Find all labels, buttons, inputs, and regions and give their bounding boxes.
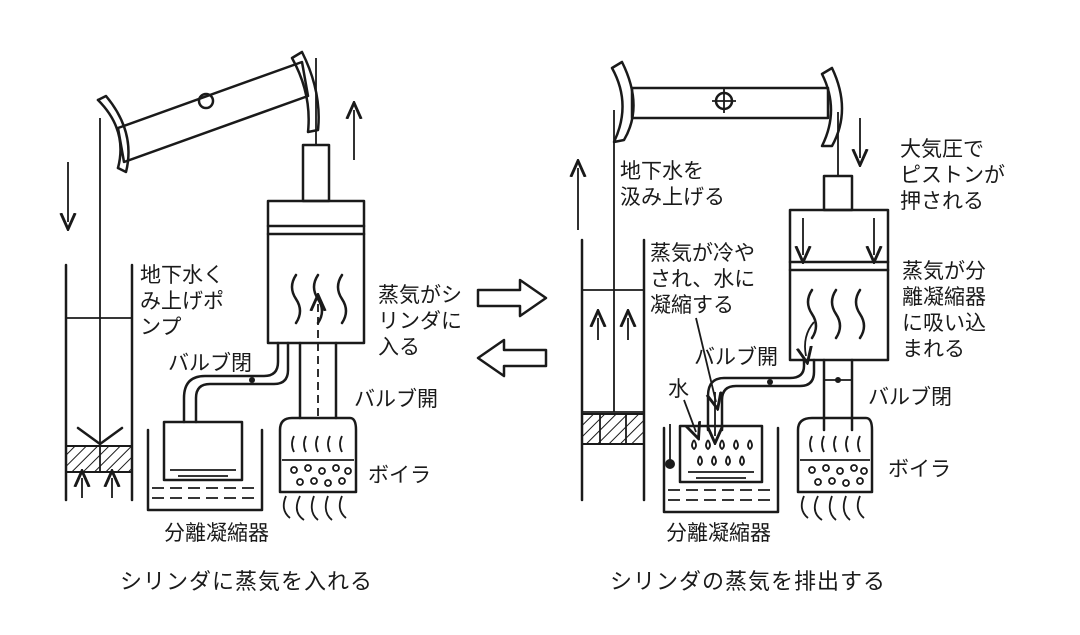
pump-label: 地下水く み上げポ ンプ xyxy=(140,263,224,339)
left-boiler-label: ボイラ xyxy=(368,463,431,487)
right-beam xyxy=(610,60,844,148)
atmospheric-pressure-label: 大気圧で ピストンが 押される xyxy=(900,137,1005,213)
right-boiler xyxy=(796,416,874,521)
lift-water-label: 地下水を 汲み上げる xyxy=(620,159,725,209)
steam-in-label: 蒸気がシ リンダに 入る xyxy=(378,283,462,359)
left-caption: シリンダに蒸気を入れる xyxy=(120,570,374,595)
arrow-right-outline-icon xyxy=(476,278,548,318)
left-pump xyxy=(66,118,134,502)
right-condenser-label: 分離凝縮器 xyxy=(666,521,771,545)
left-condenser-label: 分離凝縮器 xyxy=(164,521,269,545)
right-valve-closed-label: バルブ閉 xyxy=(868,385,952,409)
left-condenser xyxy=(146,420,264,512)
water-pointer xyxy=(683,399,696,432)
right-valve-open-label: バルブ開 xyxy=(694,345,778,369)
right-boiler-label: ボイラ xyxy=(888,457,951,481)
left-boiler xyxy=(278,416,358,521)
absorbed-label: 蒸気が分 離凝縮器 に吸い込 まれる xyxy=(902,259,986,361)
left-valve-closed-label: バルブ閉 xyxy=(168,351,252,375)
right-pump xyxy=(578,110,646,502)
right-condenser xyxy=(662,424,780,514)
left-beam xyxy=(96,50,320,174)
right-caption: シリンダの蒸気を排出する xyxy=(610,570,887,595)
cooling-label: 蒸気が冷や され、水に 凝縮する xyxy=(650,241,756,317)
right-cylinder xyxy=(708,112,890,436)
left-cylinder xyxy=(182,58,366,424)
cooling-pointer xyxy=(695,317,716,402)
arrow-left-outline-icon xyxy=(476,338,548,378)
water-label: 水 xyxy=(668,377,689,401)
left-valve-open-label: バルブ開 xyxy=(354,387,438,411)
